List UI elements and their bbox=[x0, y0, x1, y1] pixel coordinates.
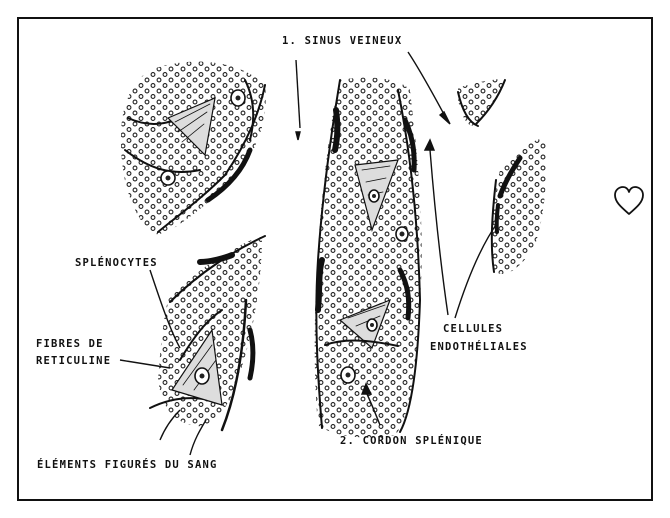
label-sinus-veineux: 1. SINUS VEINEUX bbox=[282, 34, 402, 48]
label-cordon-splenique: 2. CORDON SPLÉNIQUE bbox=[340, 434, 483, 448]
label-splenocytes: SPLÉNOCYTES bbox=[75, 256, 158, 270]
heart-outline-icon[interactable] bbox=[612, 184, 646, 218]
label-reticuline: RETICULINE bbox=[36, 354, 111, 368]
label-cellules: CELLULES bbox=[443, 322, 503, 336]
label-endotheliales: ENDOTHÉLIALES bbox=[430, 340, 528, 354]
label-elements-figures: ÉLÉMENTS FIGURÉS DU SANG bbox=[37, 458, 218, 472]
label-fibres-de: FIBRES DE bbox=[36, 337, 104, 351]
